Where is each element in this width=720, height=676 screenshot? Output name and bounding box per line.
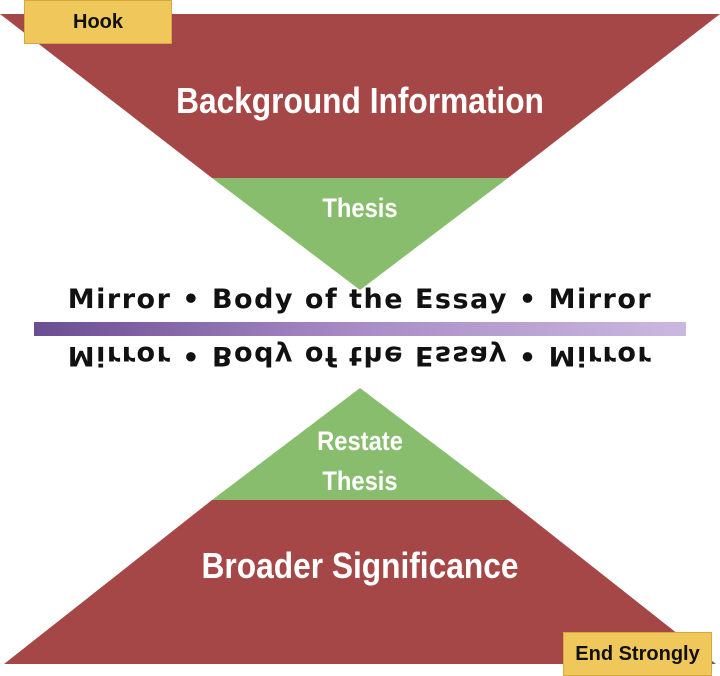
end-strongly-label: End Strongly: [563, 632, 712, 676]
hook-label: Hook: [24, 0, 172, 44]
thesis-section: [212, 178, 508, 290]
significance-section: [4, 500, 716, 664]
mirror-divider: [34, 322, 686, 336]
body-text-reflection: Mirror • Body of the Essay • Mirror: [67, 340, 653, 371]
background-information-label: Background Information: [176, 80, 544, 121]
broader-significance-label: Broader Significance: [201, 545, 519, 586]
restate-label-line1: Restate: [317, 426, 403, 456]
body-text: Mirror • Body of the Essay • Mirror: [67, 284, 653, 315]
thesis-label: Thesis: [322, 193, 398, 223]
restate-label-line2: Thesis: [322, 466, 398, 496]
background-section: [0, 14, 720, 178]
restate-thesis-section: [212, 388, 508, 500]
